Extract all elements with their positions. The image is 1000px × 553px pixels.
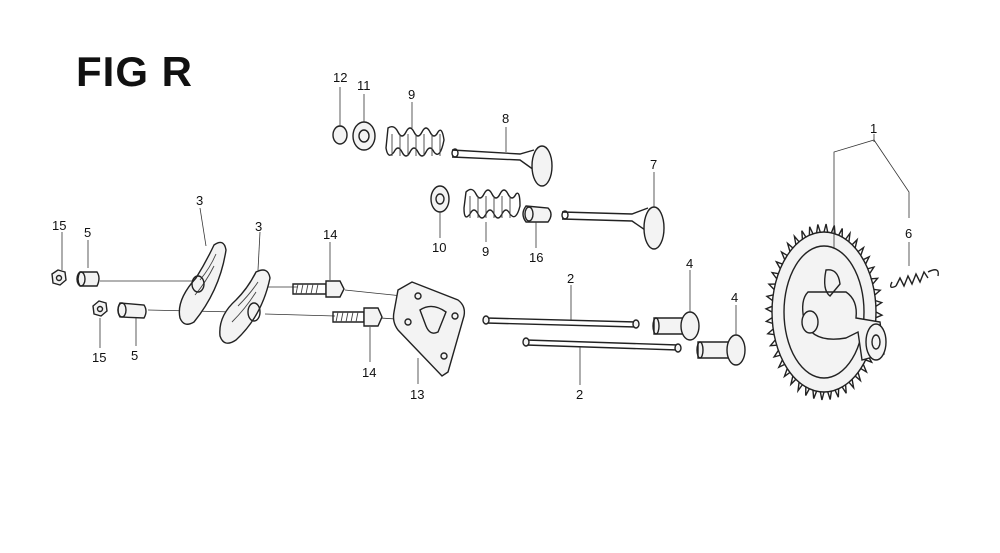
gear-tooth bbox=[823, 223, 829, 233]
gear-tooth bbox=[857, 245, 865, 256]
gear-tooth bbox=[854, 372, 862, 383]
push-rod-lower bbox=[522, 337, 682, 353]
rocker-arm-left bbox=[178, 241, 227, 325]
callout-14-lower: 14 bbox=[362, 365, 376, 380]
gear-tooth bbox=[767, 283, 776, 290]
gear-tooth bbox=[789, 375, 797, 387]
pivot-pin-lower bbox=[117, 302, 147, 319]
callout-9-lower: 9 bbox=[482, 244, 489, 259]
gear-tooth bbox=[875, 311, 884, 319]
gear-tooth bbox=[827, 391, 833, 400]
gear-tooth bbox=[838, 228, 844, 238]
gear-tooth bbox=[804, 386, 810, 396]
gear-tooth bbox=[786, 241, 794, 252]
valve-spring-lower bbox=[463, 188, 521, 219]
lock-nut-lower bbox=[92, 300, 108, 317]
gear-tooth bbox=[766, 328, 775, 336]
governor-spring bbox=[889, 269, 939, 289]
gear-tooth bbox=[871, 277, 880, 285]
valve-stem-seal bbox=[522, 205, 552, 223]
callout-5-upper: 5 bbox=[84, 225, 91, 240]
gear-tooth bbox=[812, 390, 818, 399]
pivot-pin-upper bbox=[76, 271, 100, 287]
gear-tooth bbox=[793, 233, 800, 245]
gear-tooth bbox=[808, 226, 814, 236]
callout-16: 16 bbox=[529, 250, 543, 265]
callout-4-lower: 4 bbox=[731, 290, 738, 305]
gear-tooth bbox=[780, 250, 788, 260]
gear-tooth bbox=[768, 339, 777, 347]
gear-tooth bbox=[860, 364, 868, 374]
valve-cap bbox=[332, 125, 348, 145]
callout-10: 10 bbox=[432, 240, 446, 255]
gear-tooth bbox=[875, 299, 884, 307]
gear-tooth bbox=[797, 382, 803, 394]
gear-tooth bbox=[801, 230, 807, 240]
callout-15-upper: 15 bbox=[52, 218, 66, 233]
intake-valve bbox=[451, 145, 553, 187]
callout-4-upper: 4 bbox=[686, 256, 693, 271]
valve-lifter-upper bbox=[652, 311, 700, 341]
spring-retainer-upper bbox=[352, 121, 376, 151]
valve-lifter-lower bbox=[696, 334, 746, 366]
callout-6: 6 bbox=[905, 226, 912, 241]
gear-tooth bbox=[873, 288, 882, 296]
callout-11: 11 bbox=[357, 78, 371, 93]
push-rod-upper bbox=[482, 315, 640, 329]
gear-tooth bbox=[764, 305, 773, 313]
callout-3-left: 3 bbox=[196, 193, 203, 208]
gear-tooth bbox=[774, 260, 783, 270]
gear-tooth bbox=[777, 359, 786, 369]
callout-8: 8 bbox=[502, 111, 509, 126]
spring-retainer-lower bbox=[430, 185, 450, 213]
callout-12: 12 bbox=[333, 70, 347, 85]
callout-2-lower: 2 bbox=[576, 387, 583, 402]
valve-spring-upper bbox=[385, 125, 445, 157]
callout-13: 13 bbox=[410, 387, 424, 402]
gear-tooth bbox=[772, 349, 781, 359]
gear-tooth bbox=[851, 237, 859, 249]
callout-7: 7 bbox=[650, 157, 657, 172]
gear-tooth bbox=[765, 294, 774, 302]
rocker-arm-right bbox=[219, 269, 271, 344]
gear-tooth bbox=[862, 255, 871, 265]
callout-labels: 12 11 9 8 7 1 6 3 3 15 5 14 10 9 16 2 4 … bbox=[52, 70, 912, 402]
figure-title: FIG R bbox=[76, 48, 193, 95]
gear-tooth bbox=[834, 388, 840, 398]
gear-tooth bbox=[867, 265, 876, 275]
pivot-bolt-upper bbox=[292, 280, 345, 298]
gear-tooth bbox=[841, 384, 847, 394]
exhaust-valve bbox=[561, 206, 665, 250]
leader-lines bbox=[61, 87, 910, 385]
camshaft-gear bbox=[764, 223, 887, 401]
callout-9-upper: 9 bbox=[408, 87, 415, 102]
push-rod-guide-plate bbox=[392, 281, 466, 377]
callout-3-right: 3 bbox=[255, 219, 262, 234]
callout-14-upper: 14 bbox=[323, 227, 337, 242]
gear-tooth bbox=[848, 379, 855, 391]
pivot-bolt-lower bbox=[332, 307, 383, 327]
lock-nut-upper bbox=[51, 269, 67, 286]
callout-1: 1 bbox=[870, 121, 877, 136]
gear-tooth bbox=[783, 368, 791, 379]
gear-tooth bbox=[815, 224, 821, 233]
callout-5-lower: 5 bbox=[131, 348, 138, 363]
gear-tooth bbox=[764, 317, 773, 325]
gear-tooth bbox=[819, 391, 825, 401]
gear-tooth bbox=[770, 271, 779, 280]
callout-15-lower: 15 bbox=[92, 350, 106, 365]
gear-tooth bbox=[845, 230, 851, 242]
callout-2-upper: 2 bbox=[567, 271, 574, 286]
